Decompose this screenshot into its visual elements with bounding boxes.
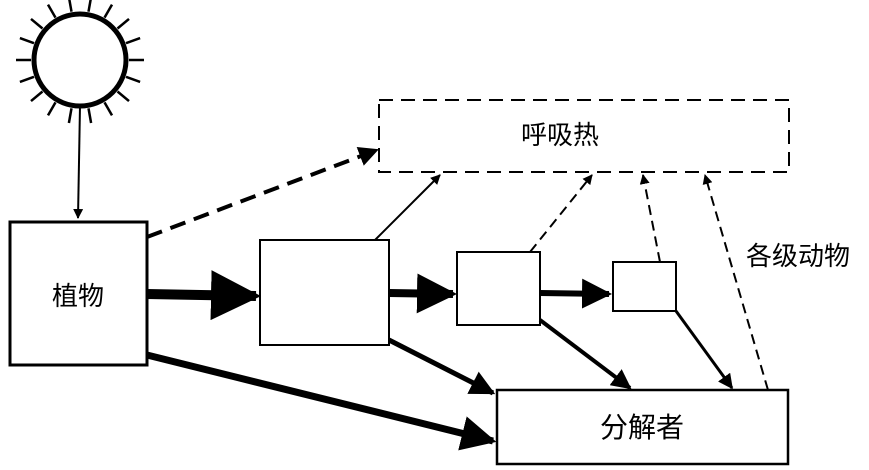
- respiration-heat-box: [378, 99, 790, 173]
- plant-to-decomposer-arrow: [146, 351, 497, 451]
- secondary-consumer-box: [456, 251, 541, 326]
- secondary-to-tertiary-arrow: [539, 278, 612, 309]
- sun-ray: [103, 101, 114, 117]
- sun-ray: [125, 36, 141, 45]
- respiration-heat-label: 呼吸热: [521, 121, 599, 151]
- secondary-to-decomposer-arrow: [538, 318, 632, 390]
- sun-ray: [19, 36, 35, 45]
- plant-to-primary-arrow: [146, 270, 261, 321]
- tertiary-to-decomposer-arrow: [674, 310, 734, 390]
- sun-ray: [46, 3, 57, 19]
- primary-to-decomposer-arrow: [387, 337, 496, 396]
- sun-ray: [87, 108, 93, 124]
- sun-ray: [87, 0, 92, 12]
- plant-label: 植物: [52, 282, 104, 312]
- sun-ray: [125, 75, 141, 84]
- sun-icon: [16, 0, 144, 124]
- sun-to-plant-arrow: [73, 105, 84, 219]
- primary-consumer-box: [259, 239, 390, 346]
- animals-label: 各级动物: [746, 242, 850, 272]
- sun-ray: [116, 90, 130, 103]
- decomposer-label: 分解者: [600, 411, 684, 444]
- plant-box: [8, 220, 149, 367]
- sun-ray: [103, 3, 114, 19]
- sun-ray: [30, 17, 44, 30]
- sun-ray: [68, 0, 73, 12]
- decomposer-box: [495, 388, 790, 466]
- tertiary-consumer-box: [612, 261, 677, 312]
- sun-ray: [67, 108, 73, 124]
- secondary-respiration-arrow: [529, 174, 593, 253]
- sun-ray: [30, 90, 44, 103]
- primary-respiration-arrow: [374, 174, 441, 241]
- sun-ray: [116, 17, 130, 30]
- tertiary-respiration-arrow: [639, 174, 661, 263]
- primary-to-secondary-arrow: [388, 273, 457, 314]
- decomposer-respiration-arrow: [702, 174, 769, 391]
- plant-respiration-arrow: [146, 147, 379, 239]
- sun-ray: [46, 101, 57, 117]
- sun-ray: [19, 75, 35, 84]
